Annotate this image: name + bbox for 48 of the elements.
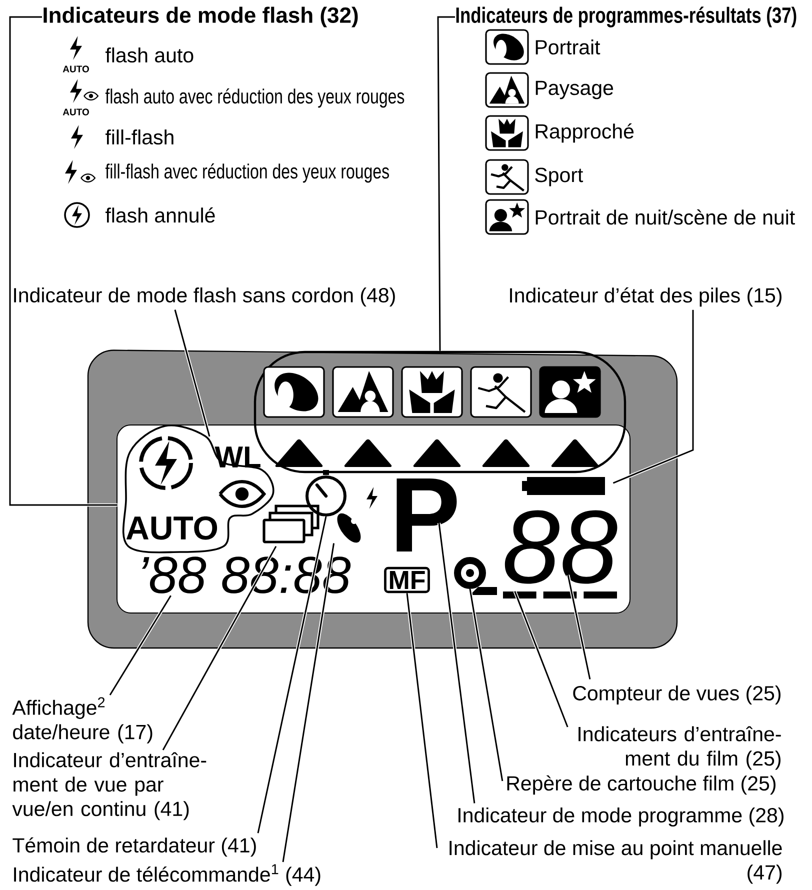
remote-icon	[337, 487, 378, 543]
leader-line	[8, 15, 118, 507]
leader-line	[468, 588, 504, 782]
leader-line	[108, 594, 172, 696]
leader-line	[281, 542, 336, 862]
icon-caption: AUTO	[62, 108, 89, 116]
mode-label: Sport	[535, 168, 584, 186]
leader-line	[513, 590, 570, 728]
mode-label: flash annulé	[106, 207, 215, 223]
callout-label: Témoin de retardateur (41)	[12, 837, 256, 857]
mode-label: Paysage	[536, 80, 614, 100]
callout-label: Indicateur d’état des piles (15)	[510, 287, 782, 307]
leader-line	[436, 15, 455, 351]
mode-label: flash auto	[106, 47, 194, 63]
lcd-text: AUTO	[126, 516, 218, 540]
mode-label: flash auto avec réduction des yeux rouges	[105, 88, 404, 108]
mode-label: fill-flash avec réduction des yeux rouges	[105, 163, 389, 183]
callout-label: Compteur de vues (25)	[573, 685, 780, 705]
lcd-text: P	[396, 478, 457, 552]
mode-label: fill-flash	[106, 129, 174, 145]
callout-label: Repère de cartouche film (25)	[507, 775, 776, 795]
leader-line	[162, 546, 278, 751]
lcd-boxed-text: MF	[384, 566, 430, 594]
lcd-digits: 88	[504, 510, 618, 584]
callout-label: Indicateur de mode flash sans cordon (48)	[14, 287, 395, 307]
frames-icon	[262, 504, 320, 544]
battery-icon	[522, 477, 605, 495]
callout-label: Indicateur de mise au point manuelle (47)	[450, 840, 782, 884]
section-heading: Indicateurs de mode flash (32)	[44, 6, 358, 28]
leader-line	[612, 310, 695, 485]
leader-line	[566, 574, 592, 680]
icon-caption: AUTO	[62, 66, 89, 72]
leader-line	[405, 592, 439, 848]
callout-label: Indicateur de télécommande$^{1}$ (44)	[14, 864, 320, 886]
callout-label: Indicateur d’entraîne- ment de vue par vue/en continu (41)	[12, 752, 206, 820]
leader-line	[437, 522, 476, 804]
mode-label: Rapproché	[536, 123, 634, 143]
mode-label: Portrait de nuit/scène de nuit	[536, 209, 795, 225]
section-heading: Indicateurs de programmes-résultats (37)	[456, 6, 796, 28]
callout-label: Affichage$^{2}$ date/heure (17)	[12, 697, 152, 744]
film-advance-bars	[503, 592, 617, 598]
leader-line	[173, 309, 212, 437]
callout-label: Indicateurs d’entraîne- ment du film (25)	[578, 726, 781, 770]
cartridge-icon	[454, 557, 497, 595]
flash-indicator-outline	[122, 424, 274, 554]
mode-label: Portrait	[536, 39, 600, 55]
callout-label: Indicateur de mode programme (28)	[458, 807, 784, 827]
timer-icon	[306, 470, 346, 516]
